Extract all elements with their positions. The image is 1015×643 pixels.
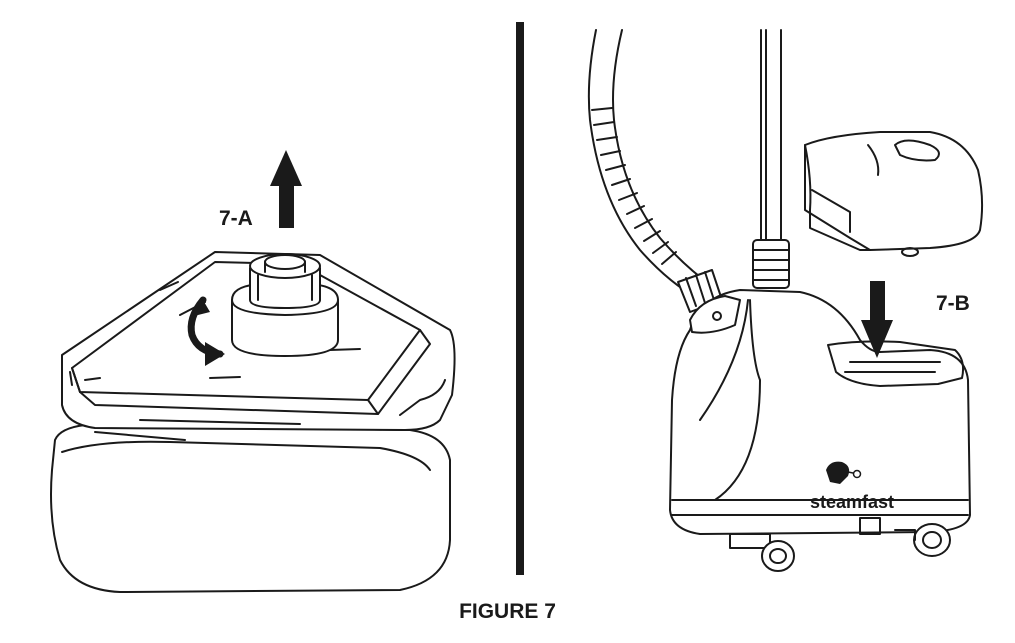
right-panel: steamfast	[587, 29, 984, 572]
fill-cap-drawing	[231, 253, 339, 357]
steam-hose-drawing	[587, 29, 723, 313]
lift-up-arrow-icon	[270, 150, 302, 228]
brand-logo-text: steamfast	[810, 492, 894, 512]
steamer-base-drawing	[669, 289, 971, 572]
rotate-arrow-icon	[187, 296, 225, 366]
support-pole-drawing	[752, 29, 790, 289]
step-label-7b: 7-B	[936, 292, 970, 315]
water-tank-drawing	[804, 131, 984, 257]
left-panel	[50, 150, 456, 593]
panel-divider	[516, 22, 524, 575]
step-label-7a: 7-A	[219, 207, 253, 230]
steamfast-logo: steamfast	[810, 461, 894, 512]
figure-caption: FIGURE 7	[459, 600, 556, 623]
elephant-logo-icon	[826, 461, 850, 484]
insert-down-arrow-icon	[861, 281, 893, 358]
